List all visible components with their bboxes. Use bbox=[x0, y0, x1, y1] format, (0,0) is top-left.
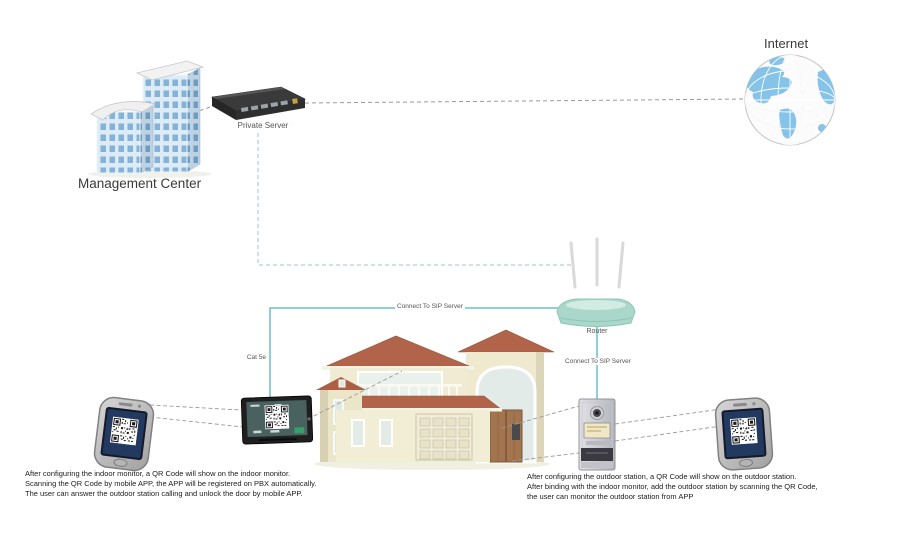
smartphone-left-qr-icon bbox=[93, 396, 155, 472]
monitor-qr-code bbox=[264, 404, 290, 430]
private-server-label: Private Server bbox=[237, 121, 289, 130]
note-line: After configuring the indoor monitor, a … bbox=[25, 469, 291, 478]
link-door-station-1 bbox=[501, 405, 580, 429]
station-call-button bbox=[586, 441, 608, 445]
garage-panels bbox=[419, 417, 470, 460]
link-phone-monitor-2 bbox=[149, 416, 244, 428]
note-line: After configuring the outdoor station, a… bbox=[527, 472, 797, 481]
monitor-unlock-button bbox=[294, 427, 305, 434]
smartphone-right-qr-icon bbox=[715, 397, 774, 471]
cable-cat5e-label: Cat 5e bbox=[246, 354, 266, 361]
link-monitor-house bbox=[307, 370, 403, 420]
management-center-label: Management Center bbox=[78, 176, 202, 191]
note-line: the user can monitor the outdoor station… bbox=[527, 492, 694, 501]
house-main-roof bbox=[321, 335, 475, 369]
link-station-phone-1 bbox=[614, 408, 722, 425]
link-phone-monitor-1 bbox=[149, 404, 242, 411]
globe-grid-front bbox=[745, 55, 835, 145]
note-line: The user can answer the outdoor station … bbox=[25, 489, 303, 498]
indoor-monitor-qr-icon bbox=[240, 395, 314, 445]
router-antennas bbox=[569, 237, 625, 289]
connect-sip-server-label-right: Connect To SIP Server bbox=[560, 358, 636, 365]
outdoor-station-note: After configuring the outdoor station, a… bbox=[527, 472, 857, 502]
indoor-monitor-note: After configuring the indoor monitor, a … bbox=[25, 469, 335, 499]
internet-label: Internet bbox=[764, 36, 809, 51]
link-station-phone-2 bbox=[614, 425, 722, 442]
wireless-router-icon bbox=[556, 237, 636, 327]
link-door-station-2 bbox=[511, 452, 580, 462]
office-buildings-icon bbox=[88, 60, 212, 178]
link-server-router-dashed bbox=[257, 133, 574, 266]
dashed-detail-links bbox=[149, 370, 722, 462]
globe-icon bbox=[744, 54, 836, 146]
link-server-internet bbox=[304, 98, 745, 104]
router-label: Router bbox=[586, 328, 608, 335]
station-speaker bbox=[581, 448, 613, 461]
door-station-icon bbox=[578, 398, 616, 471]
connect-sip-server-label-left: Connect To SIP Server bbox=[395, 303, 465, 310]
note-line: Scanning the QR Code by mobile APP, the … bbox=[25, 479, 317, 488]
switch-ports bbox=[240, 98, 298, 113]
note-line: After binding with the indoor monitor, a… bbox=[527, 482, 818, 491]
network-switch-icon bbox=[211, 86, 306, 120]
house-icon bbox=[314, 329, 555, 470]
house-right-roof bbox=[457, 329, 555, 353]
